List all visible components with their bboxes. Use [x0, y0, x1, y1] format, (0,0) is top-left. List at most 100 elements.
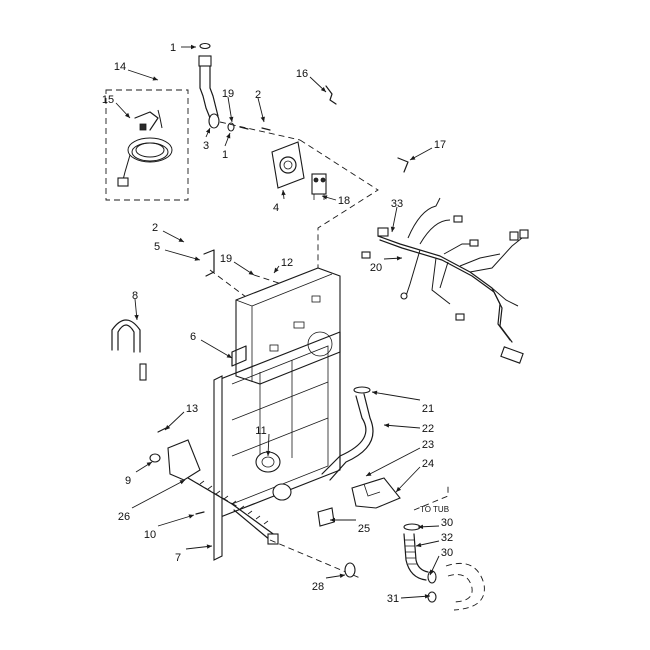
- arrowhead: [418, 524, 424, 529]
- callout-c19b: 19: [220, 253, 255, 276]
- callout-c26: 26: [118, 479, 186, 523]
- callout-label: 14: [114, 61, 126, 73]
- callout-label: 6: [190, 331, 196, 343]
- callout-label: 11: [255, 425, 266, 437]
- callout-label: 22: [422, 423, 434, 435]
- callout-c32: 32: [415, 532, 453, 548]
- arrowhead: [206, 544, 212, 549]
- fill-inlet-assembly: [198, 42, 301, 141]
- clip-17: [397, 157, 409, 173]
- callout-label: 24: [422, 458, 434, 470]
- callout-c2a: 2: [255, 89, 265, 123]
- arrowhead: [152, 76, 158, 81]
- callout-label: 13: [186, 403, 198, 415]
- callout-c30a: 30: [417, 517, 453, 529]
- callout-c12: 12: [273, 257, 293, 274]
- callout-label: 7: [175, 552, 181, 564]
- tub-hose-32: [403, 523, 437, 603]
- arrowhead: [320, 86, 326, 92]
- arrowhead: [322, 195, 328, 200]
- leg-rail-7: [213, 375, 223, 561]
- arrowhead: [384, 423, 390, 428]
- callout-label: 9: [125, 475, 131, 487]
- callout-label: 17: [434, 139, 446, 151]
- callout-c23: 23: [365, 439, 434, 477]
- drain-hose-22: [321, 386, 374, 481]
- leader-line: [164, 249, 201, 261]
- callout-label: 16: [296, 68, 308, 80]
- callout-label: 1: [222, 149, 228, 161]
- callout-label: 15: [102, 94, 114, 106]
- callout-c15: 15: [102, 94, 131, 119]
- screw-13: [157, 427, 167, 433]
- arrowhead: [410, 155, 416, 160]
- arrowhead: [165, 424, 171, 430]
- callout-label: 32: [441, 532, 453, 544]
- callout-label: 8: [132, 290, 138, 302]
- callout-c5: 5: [154, 241, 201, 261]
- pump-24: [351, 477, 401, 509]
- pump-motor-11: [255, 451, 292, 501]
- arrowhead: [188, 514, 194, 519]
- callout-c21: 21: [371, 390, 434, 415]
- callout-label: 1: [170, 42, 176, 54]
- callout-c1a: 1: [170, 42, 196, 54]
- clamp-9: [149, 453, 161, 463]
- callout-label: 4: [273, 202, 279, 214]
- arrowhead: [124, 112, 130, 118]
- arrowhead: [194, 256, 200, 261]
- callout-c31: 31: [387, 593, 431, 605]
- callout-label: 25: [358, 523, 370, 535]
- callout-c20: 20: [370, 256, 403, 274]
- bracket-6: [231, 345, 247, 367]
- callout-c25: 25: [330, 517, 370, 535]
- callout-c3: 3: [203, 127, 211, 152]
- spring-hose: [187, 477, 277, 537]
- callout-c9: 9: [125, 461, 153, 487]
- leader-line: [383, 424, 421, 429]
- callout-c28: 28: [312, 573, 346, 593]
- arrowhead: [134, 314, 139, 320]
- arrowhead: [146, 462, 152, 467]
- callout-label: 10: [144, 529, 156, 541]
- callout-label: 30: [441, 547, 453, 559]
- callout-label: 19: [220, 253, 232, 265]
- to-tub-note: TO TUB: [420, 505, 449, 514]
- clip-16: [325, 85, 337, 105]
- power-cord-group: [105, 89, 189, 201]
- callout-label: 33: [391, 198, 403, 210]
- callout-label: 18: [338, 195, 350, 207]
- callout-label: 28: [312, 581, 324, 593]
- arrowhead: [372, 390, 378, 395]
- callout-c6: 6: [190, 331, 233, 359]
- callout-label: 2: [152, 222, 158, 234]
- callout-c33: 33: [390, 198, 403, 233]
- callout-label: 3: [203, 140, 209, 152]
- callout-c1b: 1: [222, 132, 231, 161]
- tub-outline: [413, 486, 485, 611]
- clamp-28: [344, 562, 356, 578]
- callout-c11: 11: [255, 425, 271, 457]
- callout-label: 21: [422, 403, 434, 415]
- callout-label: 31: [387, 593, 399, 605]
- callout-c17: 17: [409, 139, 446, 161]
- leader-line: [365, 447, 421, 477]
- callout-c30b: 30: [429, 547, 453, 576]
- arrowhead: [396, 486, 402, 492]
- arrowhead: [178, 237, 184, 242]
- wire-harness-20: [361, 197, 529, 364]
- callout-c16: 16: [296, 68, 327, 93]
- arrowhead: [205, 128, 210, 134]
- rear-panel: [235, 267, 341, 385]
- callout-label: 2: [255, 89, 261, 101]
- callout-c22: 22: [383, 423, 434, 435]
- callout-label: 12: [281, 257, 293, 269]
- arrowhead: [390, 226, 396, 232]
- arrowhead: [281, 190, 286, 196]
- arrowhead: [366, 471, 372, 476]
- callout-c7: 7: [175, 544, 213, 564]
- arrowhead: [191, 44, 196, 50]
- leader-line: [395, 466, 421, 493]
- arrowhead: [229, 116, 234, 122]
